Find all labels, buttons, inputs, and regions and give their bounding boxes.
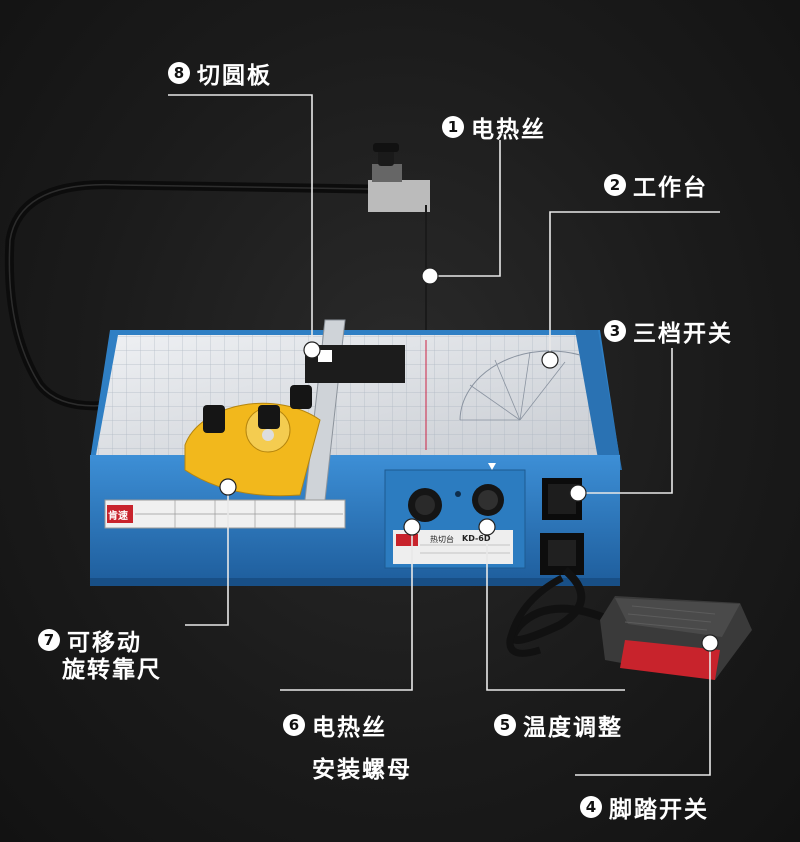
callout-number: 3 [604, 320, 626, 342]
callout-label: 电热丝 [312, 715, 387, 741]
callout-label: 电热丝 [471, 117, 546, 143]
front-scale-label [104, 499, 346, 529]
foot-pedal [600, 596, 752, 680]
callout-number: 7 [38, 629, 60, 651]
callout-number: 6 [283, 714, 305, 736]
callout-label: 工作台 [633, 175, 708, 201]
callout-number: 4 [580, 796, 602, 818]
callout-number: 2 [604, 174, 626, 196]
callout-rotating-guide-line2: 旋转靠尺 [62, 657, 162, 683]
callout-label: 可移动 [67, 630, 142, 656]
callout-wire-nut-line2: 安装螺母 [312, 757, 412, 783]
callout-number: 8 [168, 62, 190, 84]
callout-number: 1 [442, 116, 464, 138]
callout-label: 三档开关 [633, 321, 733, 347]
callout-worktable: 2 工作台 [604, 168, 708, 202]
callout-foot-switch: 4 脚踏开关 [580, 790, 709, 824]
power-socket [540, 533, 584, 575]
callout-temperature-adjust: 5 温度调整 [494, 708, 623, 742]
callout-dots [219, 267, 719, 652]
callout-rotating-guide: 7 可移动 [38, 623, 142, 657]
callout-number: 5 [494, 714, 516, 736]
control-panel [384, 469, 526, 569]
nameplate-title: 热切台 [430, 535, 454, 544]
top-wire-clamp [368, 143, 430, 212]
callout-label: 温度调整 [523, 715, 623, 741]
callout-wire-nut: 6 电热丝 [283, 708, 387, 742]
callout-label: 切圆板 [197, 63, 272, 89]
callout-circle-cutting-board: 8 切圆板 [168, 56, 272, 90]
callout-hot-wire: 1 电热丝 [442, 110, 546, 144]
rotating-guide [184, 385, 321, 497]
pedal-cable [509, 566, 612, 644]
leader-lines [168, 94, 720, 776]
brand-label: 肯速 [108, 511, 128, 522]
callout-label: 脚踏开关 [609, 797, 709, 823]
callout-three-speed-switch: 3 三档开关 [604, 314, 733, 348]
model-label: KD-6D [462, 534, 491, 543]
